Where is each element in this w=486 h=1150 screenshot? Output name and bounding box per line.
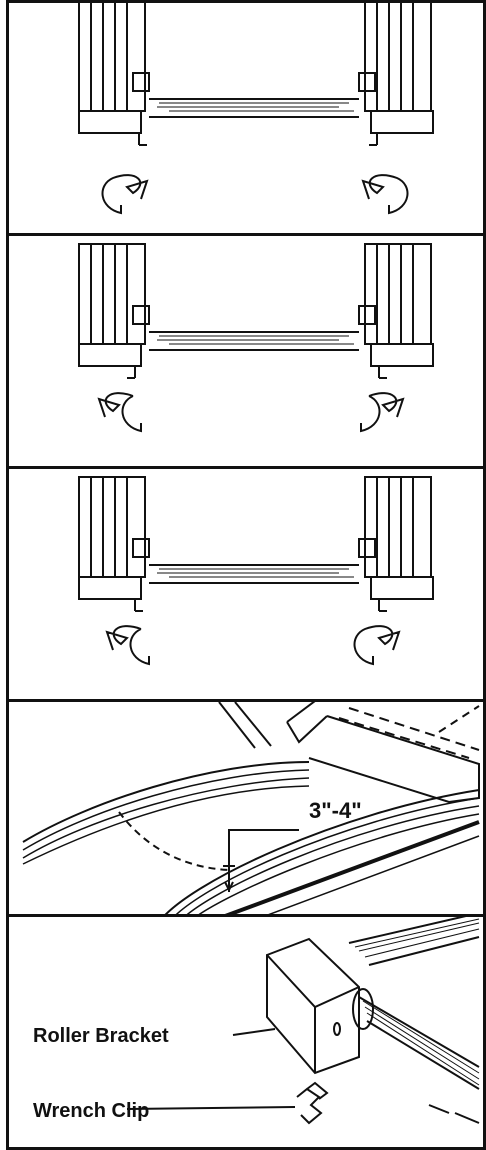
roller-bracket-label: Roller Bracket [33,1025,169,1047]
step-panel-3 [6,466,486,702]
belt-measure-illustration [22,702,480,914]
rollers-illustration-1 [78,3,434,215]
step-panel-4: 3"-4" [6,699,486,917]
rollers-illustration-2 [78,243,434,433]
step-panel-2 [6,233,486,469]
belt-sag-measurement-label: 3"-4" [309,798,362,823]
rollers-illustration-3 [78,476,434,666]
roller-bracket-illustration [126,917,480,1125]
step-panel-1 [6,0,486,236]
step-panel-5: Roller Bracket Wrench Clip [6,914,486,1150]
wrench-clip-label: Wrench Clip [33,1100,150,1122]
